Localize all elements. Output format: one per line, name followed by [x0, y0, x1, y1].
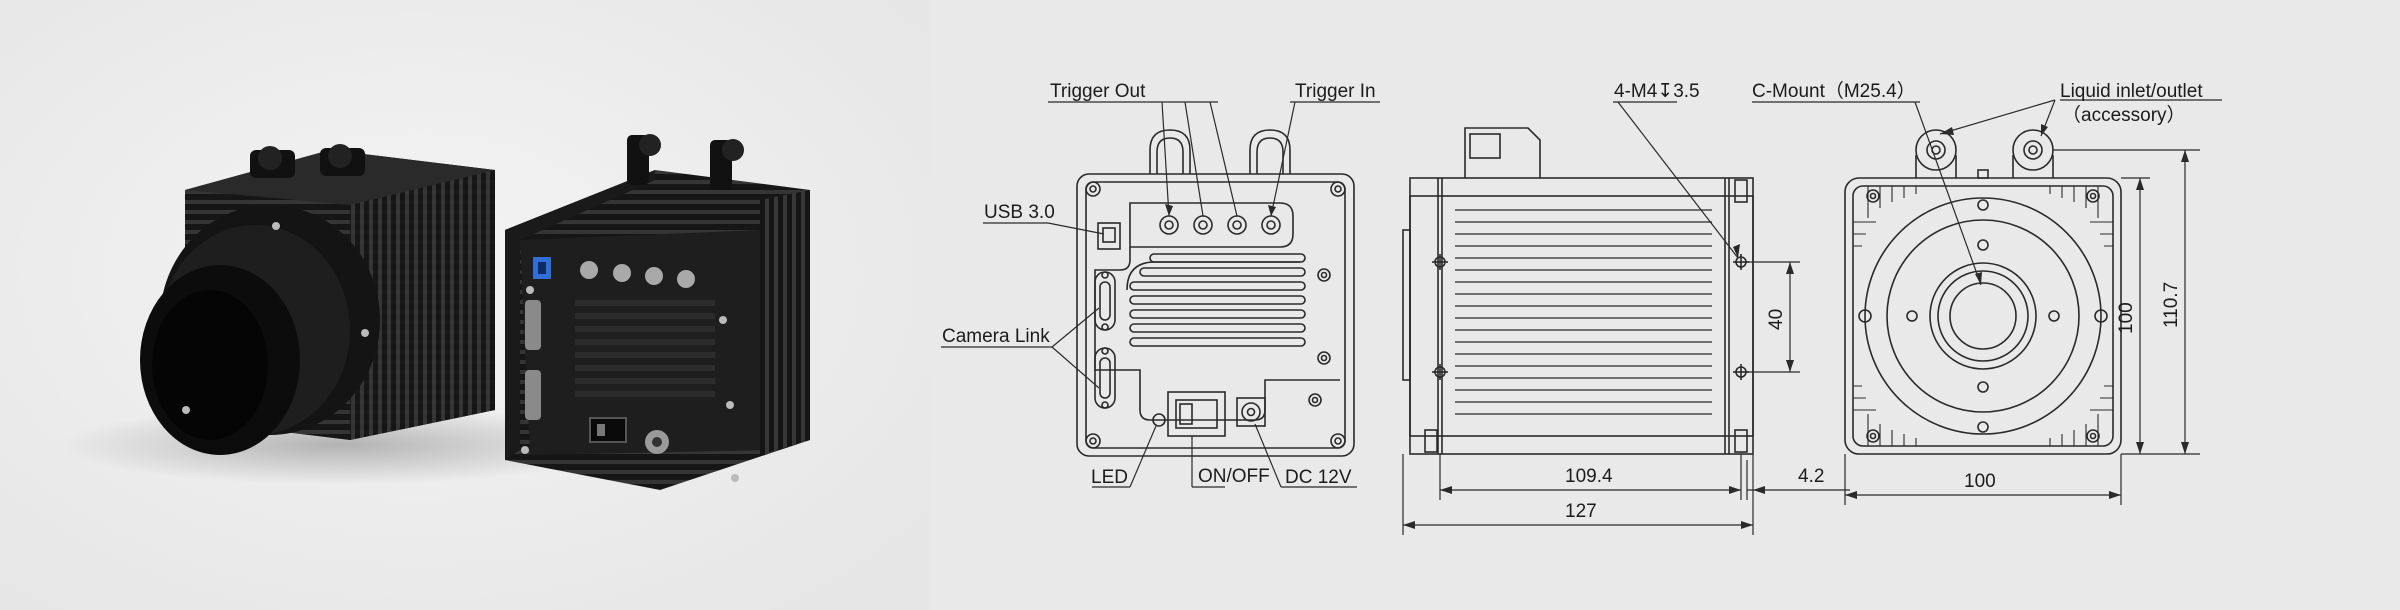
trigger-in-label: Trigger In — [1295, 81, 1376, 102]
dim-110-7: 110.7 — [2161, 282, 2182, 328]
c-mount-label: C-Mount（M25.4） — [1752, 80, 1916, 102]
led-label: LED — [1091, 467, 1128, 488]
camera-rear-photo — [505, 134, 810, 490]
on-off-label: ON/OFF — [1198, 466, 1270, 487]
dim-109-4: 109.4 — [1565, 466, 1613, 487]
usb-label: USB 3.0 — [984, 202, 1055, 223]
camera-front-photo — [140, 144, 495, 455]
dc-label: DC 12V — [1285, 467, 1352, 488]
screw-label: 4-M4↧3.5 — [1614, 81, 1700, 102]
trigger-out-label: Trigger Out — [1050, 81, 1146, 102]
rear-panel-drawing — [1076, 129, 1355, 457]
side-view-drawing — [1402, 127, 1754, 455]
dim-40: 40 — [1766, 309, 1787, 330]
front-view-drawing — [1844, 129, 2122, 455]
liquid-accessory-label: （accessory） — [2062, 104, 2186, 126]
liquid-label: Liquid inlet/outlet — [2060, 81, 2203, 102]
dim-127: 127 — [1565, 501, 1597, 522]
camera-photo — [0, 0, 930, 610]
dim-100-width: 100 — [1964, 471, 1996, 492]
dim-100-height: 100 — [2116, 302, 2137, 334]
dim-4-2: 4.2 — [1798, 466, 1824, 487]
camera-link-label: Camera Link — [942, 326, 1050, 347]
